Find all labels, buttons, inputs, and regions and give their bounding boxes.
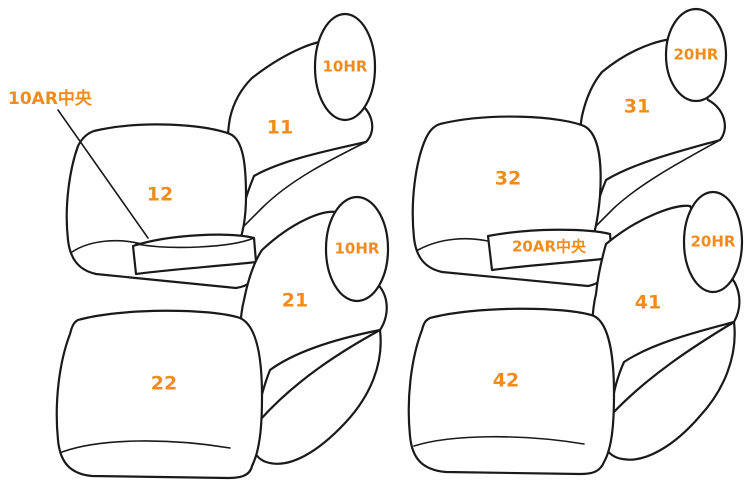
label-headrest-20hr-upper: 20HR <box>674 46 719 64</box>
backrest-41-wing <box>602 320 736 461</box>
headrest-10hr-lower <box>324 195 390 303</box>
label-seat-32: 32 <box>495 168 521 190</box>
label-seat-11: 11 <box>267 117 293 139</box>
label-headrest-10hr-upper: 10HR <box>323 58 368 76</box>
headrest-10hr-upper <box>313 12 377 122</box>
label-seat-42: 42 <box>493 370 519 392</box>
label-seat-41: 41 <box>635 292 661 314</box>
label-seat-12: 12 <box>147 184 173 206</box>
seat-cushion-22-crease <box>61 440 231 453</box>
armrest-10ar-leader <box>57 109 149 239</box>
seat-cushion-22 <box>55 309 264 480</box>
label-seat-31: 31 <box>624 96 650 118</box>
label-headrest-20hr-lower: 20HR <box>691 233 736 251</box>
headrest-20hr-lower <box>682 190 744 294</box>
seat-cushion-42 <box>407 307 616 476</box>
label-seat-21: 21 <box>282 290 308 312</box>
backrest-21-wing <box>251 328 382 465</box>
label-headrest-10hr-lower: 10HR <box>335 240 380 258</box>
seat-cushion-42-crease <box>413 435 585 447</box>
seat-cushion-12-crease <box>71 239 143 253</box>
armrest-10ar-top <box>135 237 255 249</box>
seat-cushion-32-crease <box>417 237 493 251</box>
headrest-20hr-upper <box>664 7 728 103</box>
label-seat-22: 22 <box>151 373 177 395</box>
label-armrest-10ar: 10AR中央 <box>8 88 93 109</box>
label-armrest-20ar: 20AR中央 <box>512 238 587 256</box>
